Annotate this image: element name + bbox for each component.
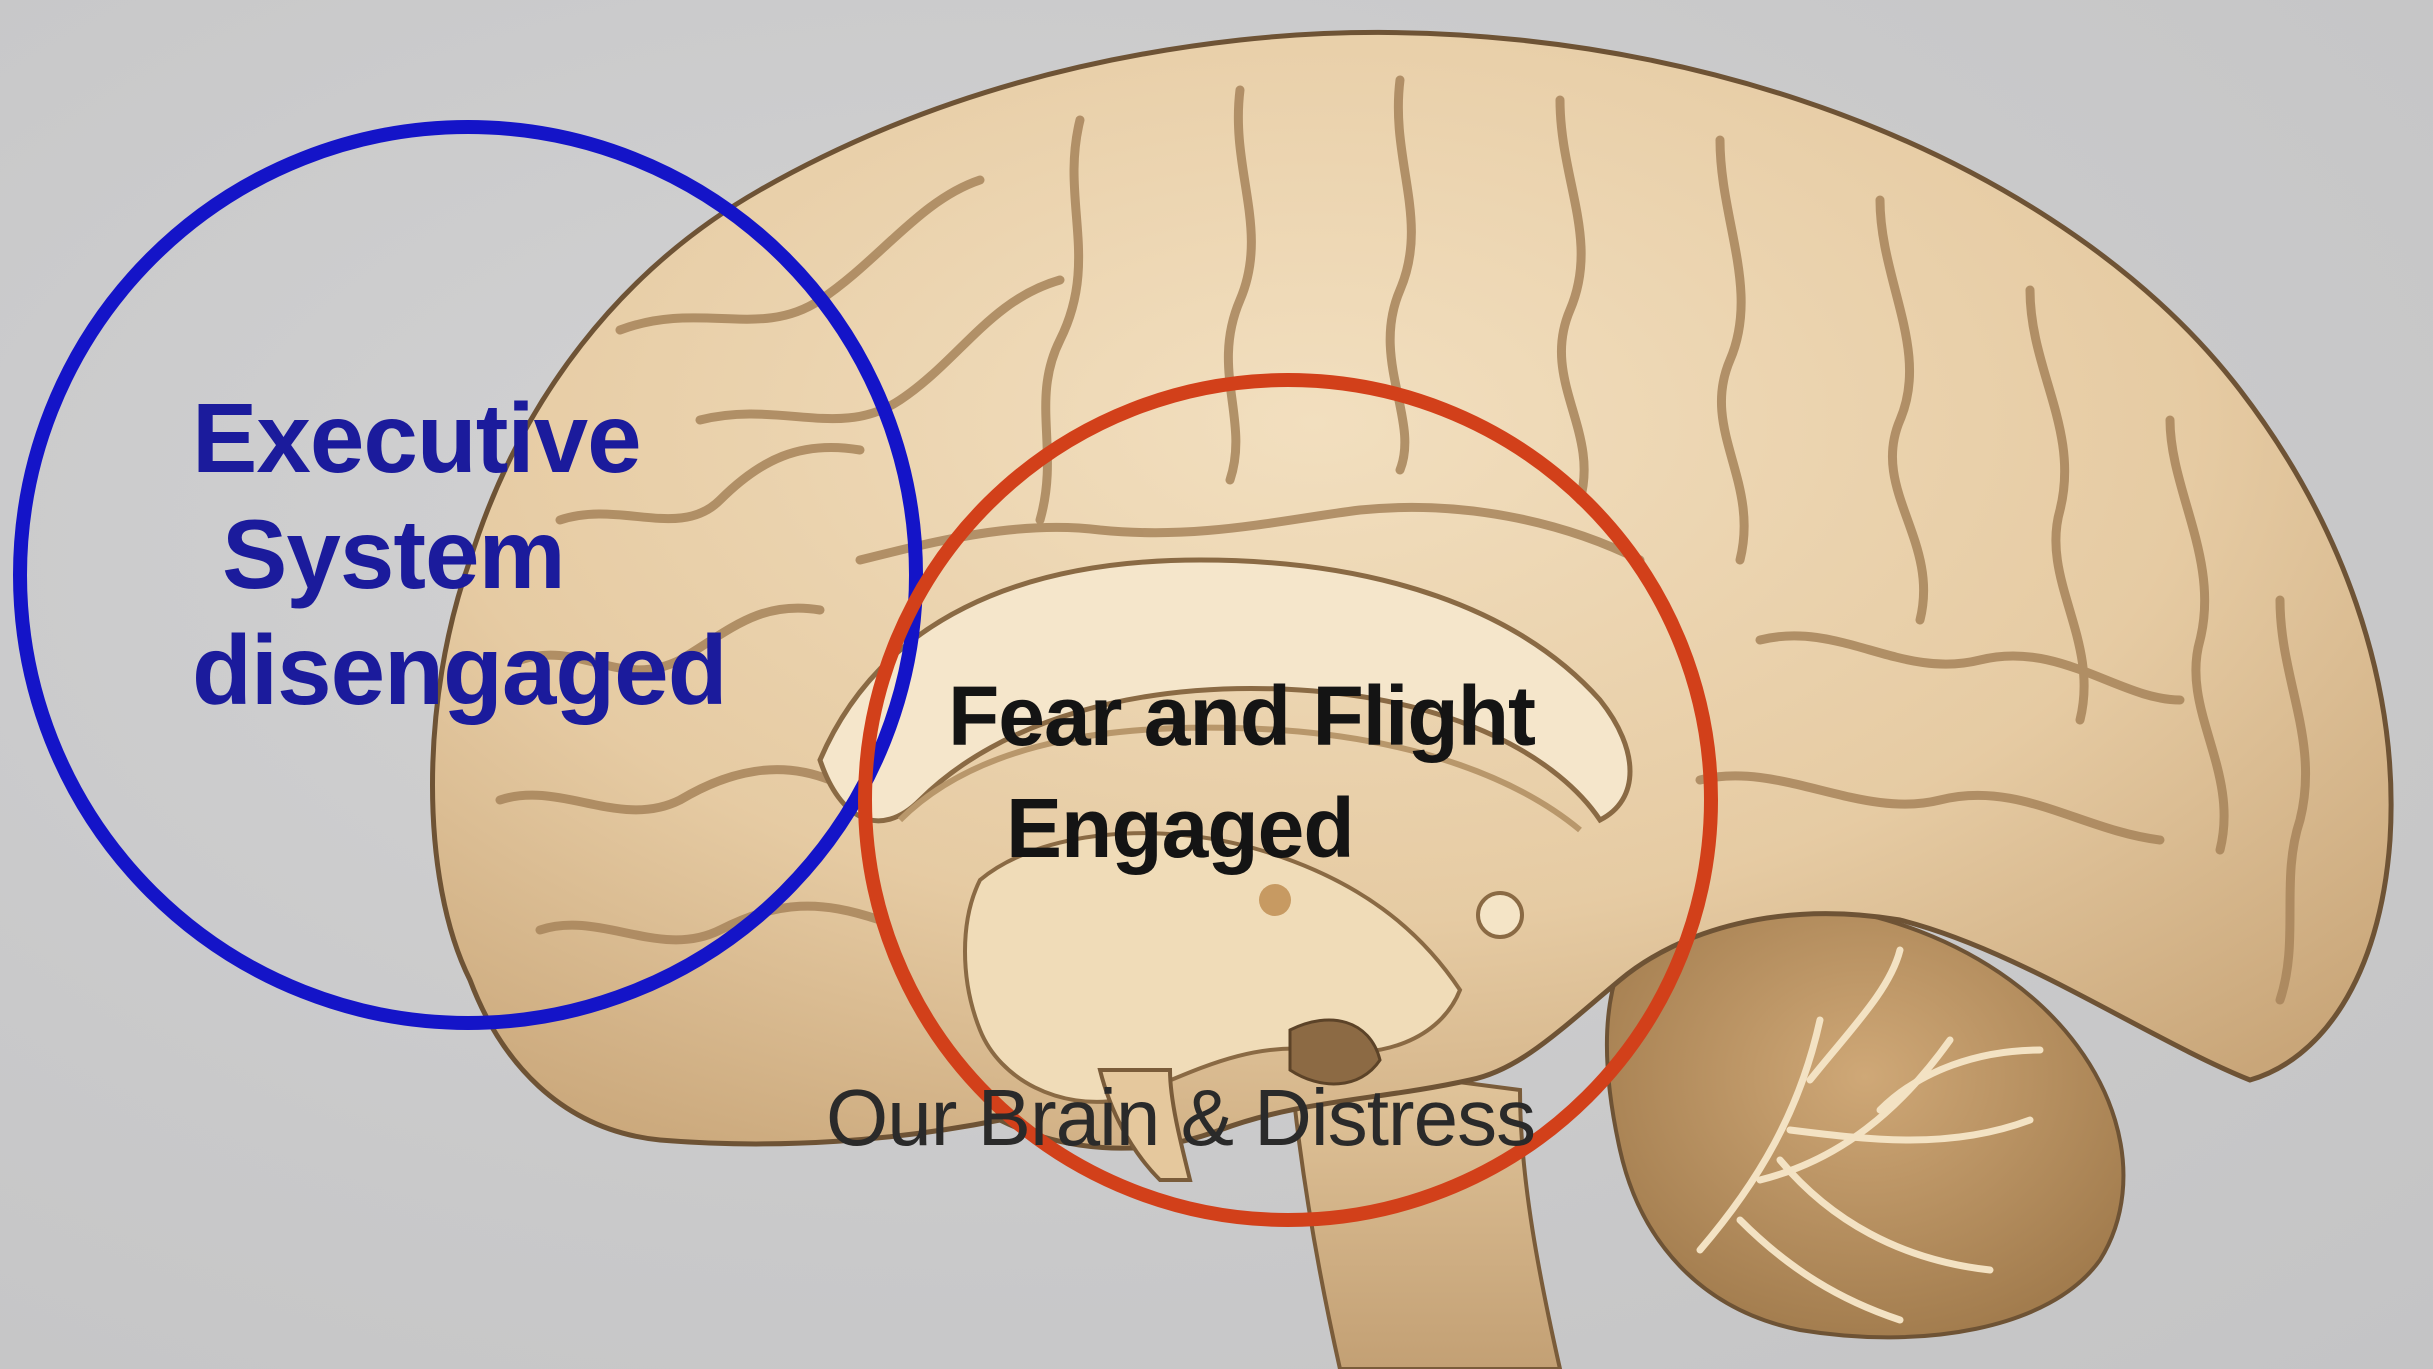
executive-label-line-2: System	[192, 496, 727, 612]
fear-label-line-1: Fear and Flight	[948, 660, 1535, 772]
executive-system-label: Executive System disengaged	[192, 380, 727, 728]
executive-label-line-1: Executive	[192, 380, 727, 496]
fear-label-line-2: Engaged	[948, 772, 1535, 884]
executive-label-line-3: disengaged	[192, 612, 727, 728]
fear-flight-label: Fear and Flight Engaged	[948, 660, 1535, 884]
slide-title: Our Brain & Distress	[826, 1063, 1535, 1173]
